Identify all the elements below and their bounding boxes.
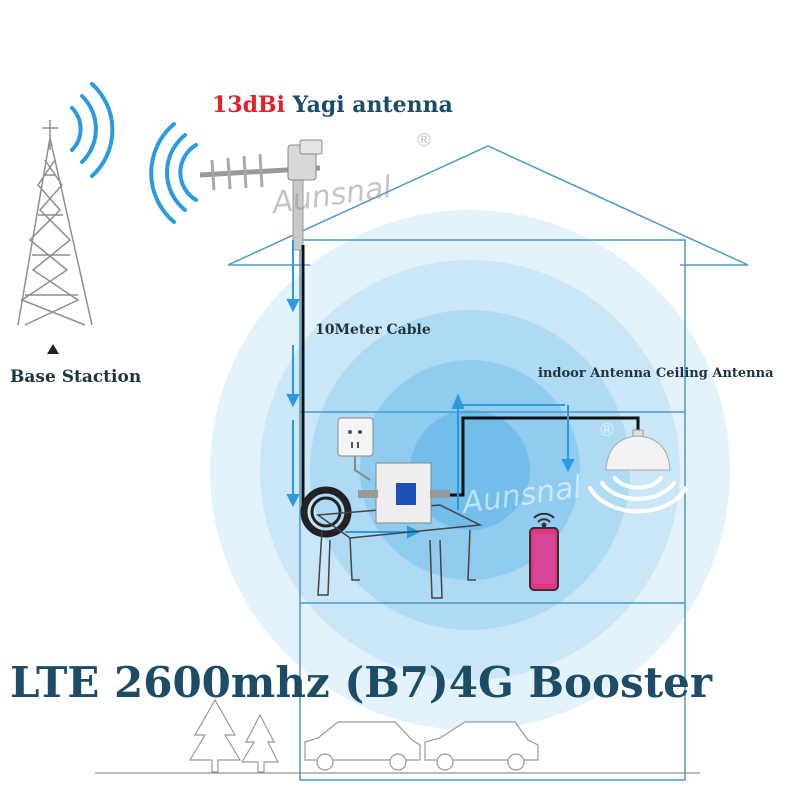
yagi-signal-waves [149,122,198,224]
antenna-title: 13dBi Yagi antenna [212,92,453,118]
ceiling-signal-waves [588,476,688,514]
cable-label: 10Meter Cable [315,322,431,338]
yagi-antenna-icon [199,139,323,251]
house [227,145,749,781]
tower-signal-waves [70,82,115,178]
tree-icon [188,698,279,773]
watermark-mark: ® [598,420,616,441]
base-station-label: Base Staction [10,367,142,387]
coverage-circles [210,210,730,730]
base-station-pointer-icon [47,344,59,354]
signal-flow-arrows [286,240,575,539]
wifi-icon [533,512,555,528]
antenna-type: Yagi antenna [284,92,453,118]
product-headline: LTE 2600mhz (B7)4G Booster [10,658,712,707]
ceiling-antenna-icon [605,429,671,471]
watermark-mark: ® [415,130,433,151]
cell-tower-icon [17,120,93,326]
antenna-gain: 13dBi [212,92,285,118]
indoor-antenna-label: indoor Antenna Ceiling Antenna [538,366,774,381]
car-icon [304,721,539,771]
signal-booster-icon [358,462,450,524]
wall-socket-icon [337,417,374,481]
smartphone-icon [529,527,559,591]
